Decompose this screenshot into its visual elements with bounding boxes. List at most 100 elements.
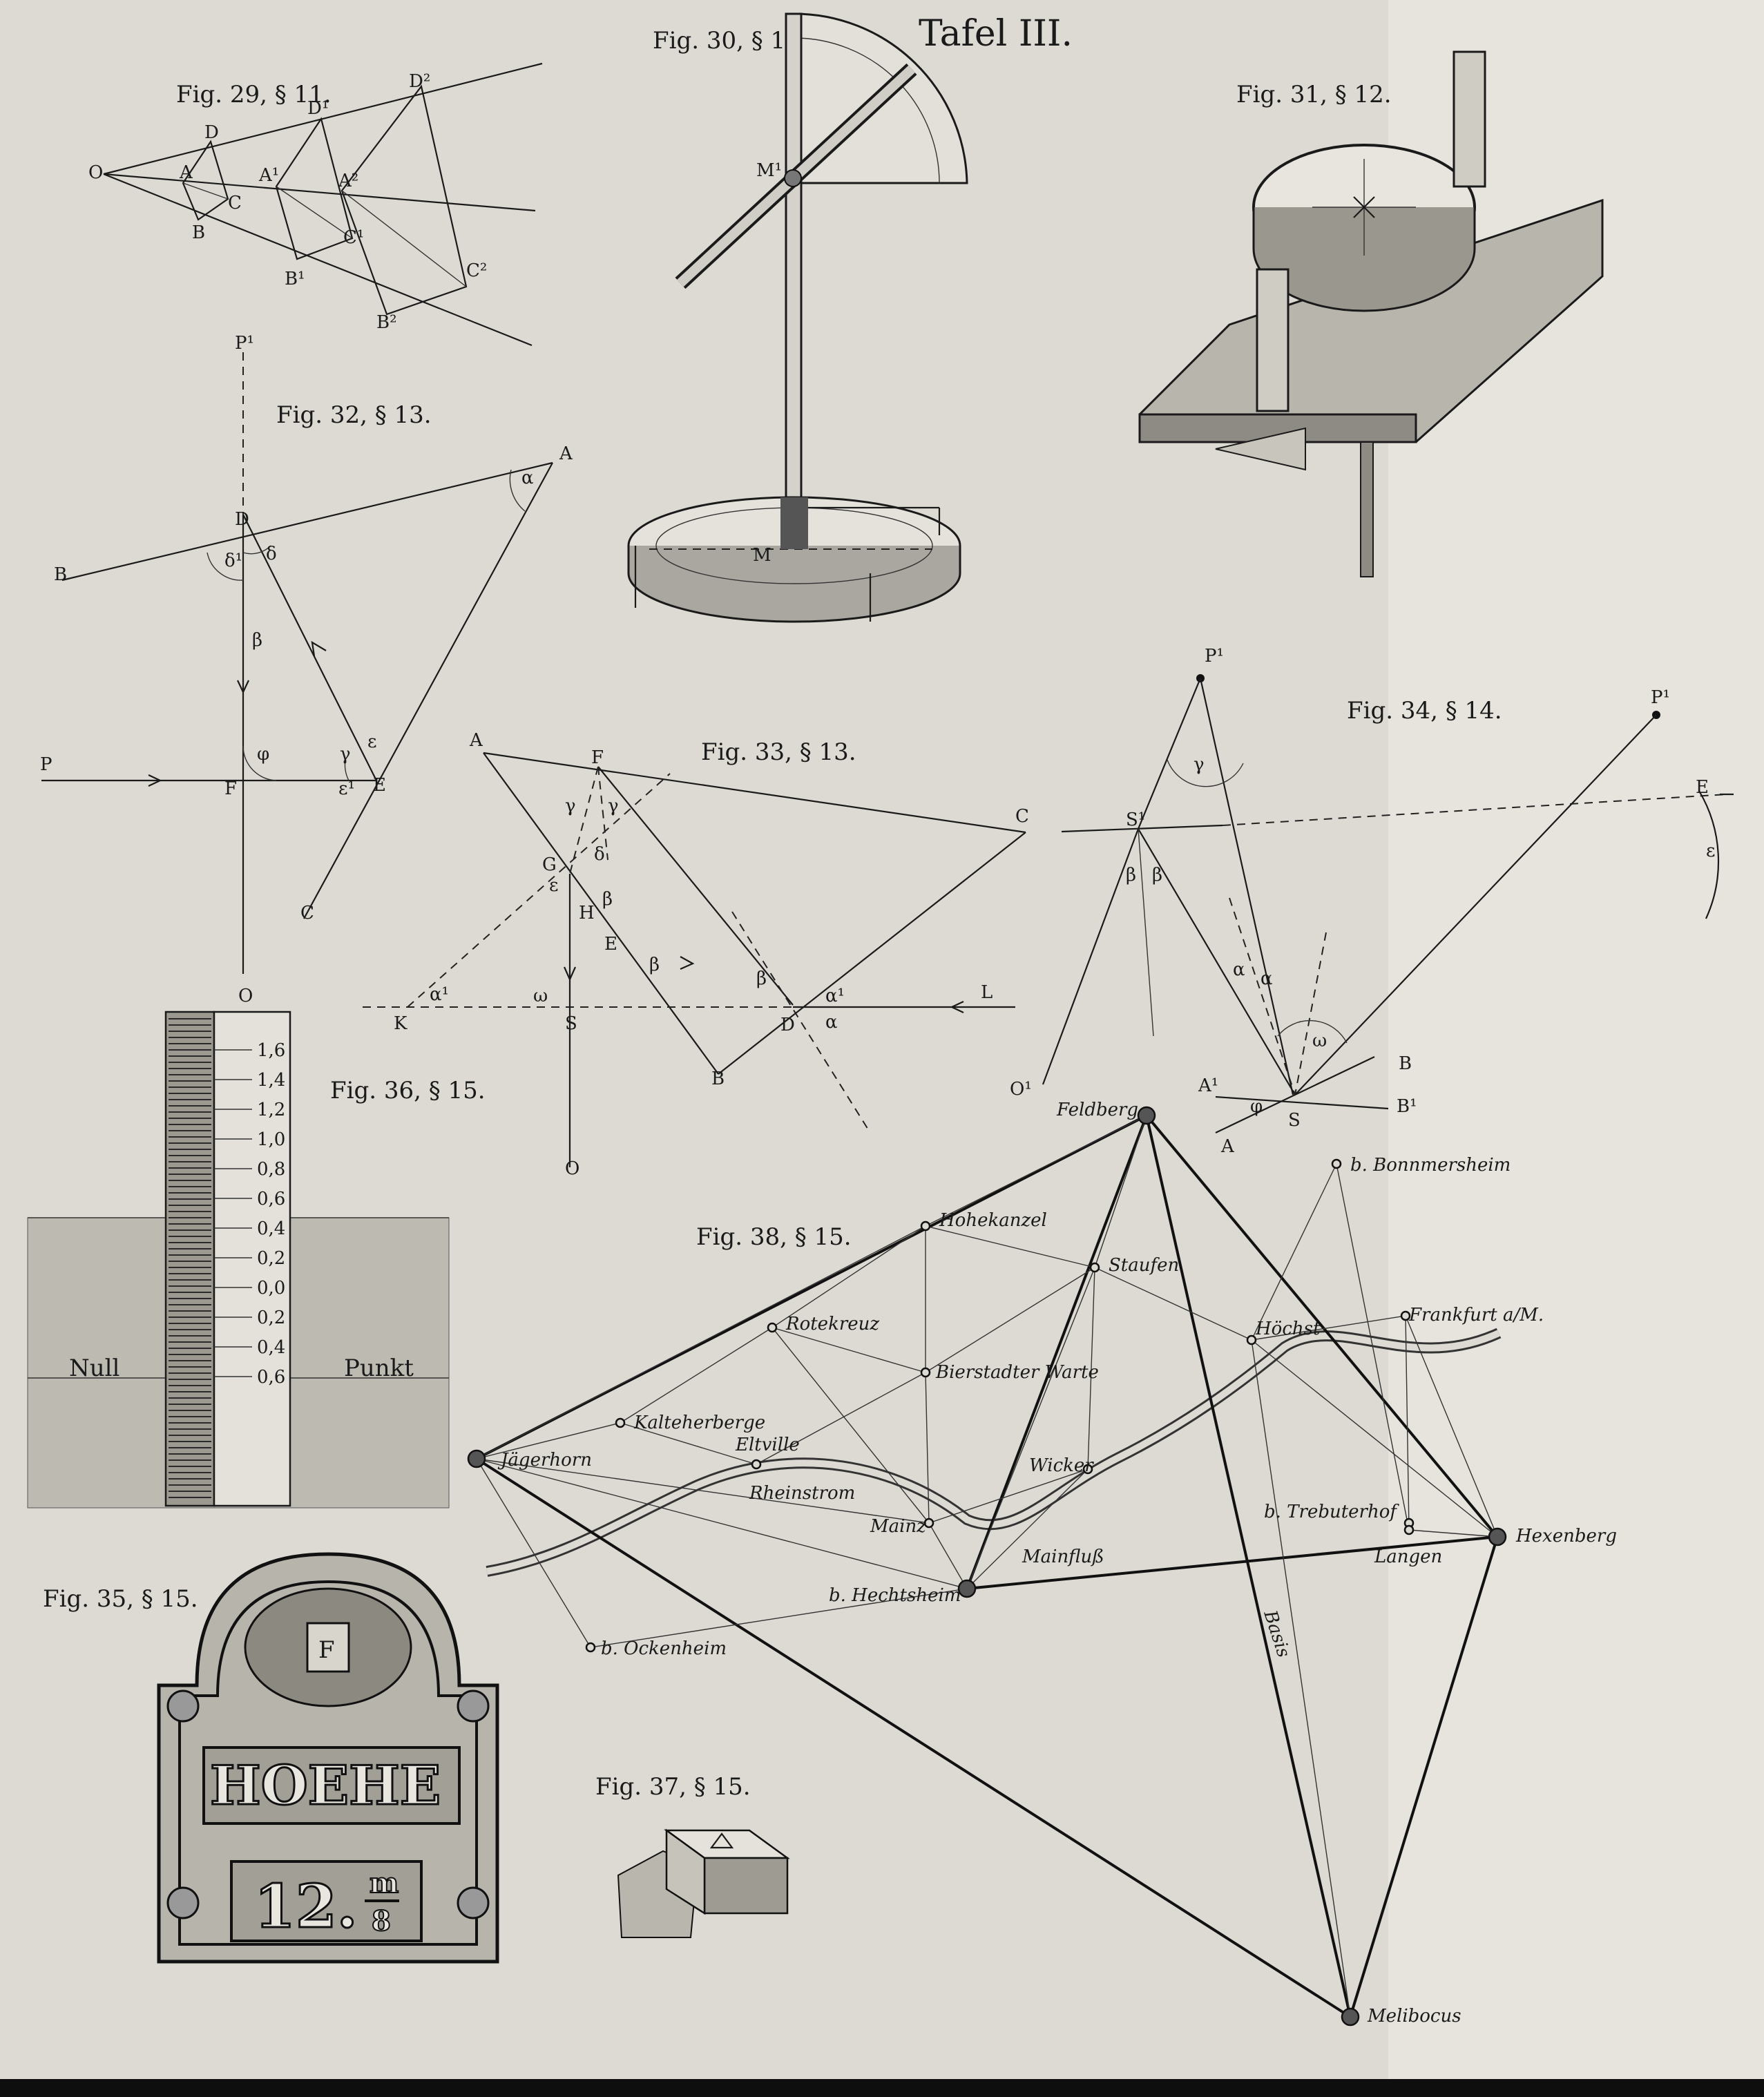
fig29-label-7: C¹ (343, 227, 364, 248)
fig33-label-16: ω (533, 986, 548, 1006)
fig32-label-16: O (238, 986, 253, 1006)
fig38-station-marker (957, 1579, 977, 1598)
fig36-tick-label: 0,4 (257, 1218, 285, 1239)
fig32-label-6: δ (266, 544, 277, 564)
fig38-place-label: b. Ockenheim (601, 1638, 727, 1659)
fig29-label-9: A² (338, 171, 358, 191)
fig38-sight-line (928, 1522, 968, 1589)
fig29-label-8: D¹ (307, 98, 329, 119)
fig34-label-16: B¹ (1397, 1096, 1417, 1117)
fig38-station-marker (1246, 1334, 1257, 1346)
fig38-sight-line (1408, 1529, 1498, 1538)
fig38-sight-line (1349, 1536, 1499, 2018)
fig29-label-2: B (192, 222, 205, 243)
fig33-label-10: E (604, 934, 617, 955)
fig34-label-5: S¹ (1126, 810, 1145, 830)
fig36-gauge: Fig. 36, § 15. Null Punkt 1,61,41,21,00,… (27, 1011, 486, 1509)
fig33-label-12: β (756, 968, 767, 989)
fig38-place-label: b. Trebuterhof (1264, 1502, 1399, 1522)
fig32-label-10: ε¹ (338, 778, 355, 799)
fig38-place-label: Frankfurt a/M. (1408, 1305, 1544, 1325)
fig32-label-0: P¹ (235, 333, 254, 354)
fig33-label-21: B (711, 1069, 725, 1089)
fig38-sight-line (476, 1422, 621, 1459)
fig38-sight-line (925, 1115, 1147, 1227)
fig32-label-8: γ (340, 744, 351, 765)
fig29-label-6: B¹ (285, 269, 305, 289)
fig34-label-0: P¹ (1205, 646, 1224, 667)
fig36-tick-label: 1,2 (257, 1100, 285, 1120)
fig34-diagram: Fig. 34, § 14. P¹ γ P¹ E ε S¹ β β α α ω … (1010, 646, 1734, 1157)
fig38-station-marker (1089, 1262, 1100, 1273)
fig32-label-4: α (521, 468, 534, 488)
fig38-sight-line (756, 1372, 926, 1465)
fig38-place-label: Feldberg (1056, 1100, 1138, 1120)
fig38-station-marker (920, 1220, 931, 1232)
fig35-sign-fraction-bottom: 8 (372, 1905, 391, 1937)
fig32-label-15: C (300, 903, 314, 923)
fig38-sight-line (771, 1327, 926, 1373)
fig36-tick-label: 0,2 (257, 1308, 285, 1328)
fig33-label-6: ε (549, 875, 558, 896)
fig38-station-marker (923, 1517, 934, 1529)
fig38-station-marker (1082, 1464, 1093, 1475)
fig29-label-0: O (88, 162, 103, 183)
fig32-label-3: B (54, 564, 67, 585)
fig36-tick-label: 1,0 (257, 1129, 285, 1150)
fig34-label-9: α (1260, 968, 1273, 989)
fig38-station-marker (1400, 1310, 1411, 1321)
fig38-sight-line (1251, 1339, 1351, 2018)
fig33-label-3: γ (565, 796, 576, 816)
fig35-caption: Fig. 35, § 15. (43, 1585, 198, 1613)
fig38-sight-line (475, 1457, 1352, 2018)
fig38-station-marker (920, 1367, 931, 1378)
fig34-label-13: φ (1250, 1096, 1263, 1117)
fig38-sight-line (1145, 1115, 1352, 2018)
fig33-label-13: α¹ (430, 984, 449, 1005)
fig36-tick-label: 0,6 (257, 1189, 285, 1209)
fig29-label-5: A¹ (258, 165, 279, 186)
fig29-diagram: Fig. 29, § 11. O A B C D A¹ B¹ C¹ D¹ A² … (88, 62, 543, 347)
fig38-sight-line (1405, 1315, 1410, 1531)
fig31-caption: Fig. 31, § 12. (1236, 81, 1392, 108)
fig32-diagram: Fig. 32, § 13. P¹ D A B α δ¹ δ β γ ε ε¹ … (40, 333, 573, 1006)
fig36-null-right: Punkt (344, 1354, 414, 1382)
fig33-label-1: F (591, 747, 604, 768)
fig38-place-label: Jägerhorn (497, 1450, 592, 1471)
fig34-label-12: A¹ (1198, 1075, 1218, 1096)
fig34-label-17: A (1220, 1136, 1235, 1157)
fig33-label-9: β (602, 889, 613, 910)
fig32-label-2: A (559, 443, 573, 464)
fig38-sight-line (925, 1267, 1095, 1373)
fig38-places: FeldbergHohekanzelStaufenRotekreuzBierst… (467, 1100, 1617, 2027)
fig38-sight-line (771, 1225, 926, 1328)
fig38-sight-line (1251, 1339, 1498, 1538)
fig34-label-8: α (1233, 959, 1245, 980)
fig38-station-marker (767, 1322, 778, 1333)
fig38-sight-line (771, 1327, 930, 1524)
fig38-sight-line (966, 1535, 1498, 1590)
fig38-place-label: Rotekreuz (785, 1314, 879, 1334)
fig35-sign-title: HOEHE (210, 1754, 441, 1817)
plate-title: Tafel III. (919, 13, 1073, 55)
fig33-label-4: γ (608, 796, 619, 816)
fig36-tick-label: 0,2 (257, 1248, 285, 1269)
fig38-sight-line (476, 1225, 926, 1459)
fig36-tick-label: 0,0 (257, 1278, 285, 1299)
fig38-sight-line (476, 1114, 1147, 1460)
fig33-label-20: L (981, 982, 993, 1003)
fig38-sight-line (1251, 1163, 1337, 1341)
fig38-place-label: Langen (1374, 1547, 1442, 1567)
fig38-sight-line (1094, 1267, 1252, 1341)
fig30-label-1: M (753, 545, 771, 566)
fig38-station-marker (751, 1459, 762, 1470)
fig38-station-marker (1331, 1158, 1342, 1169)
fig35-emblem-letter: F (318, 1636, 335, 1664)
fig36-tick-label: 0,6 (257, 1367, 285, 1388)
fig29-label-1: A (179, 162, 193, 183)
fig35-sign: Fig. 35, § 15. F HOEHE 12. m 8 (43, 1552, 499, 1964)
fig38-station-marker (1488, 1527, 1507, 1547)
fig33-caption: Fig. 33, § 13. (701, 738, 856, 766)
fig38-sight-line (1336, 1163, 1410, 1531)
fig38-sight-line (1094, 1115, 1147, 1268)
